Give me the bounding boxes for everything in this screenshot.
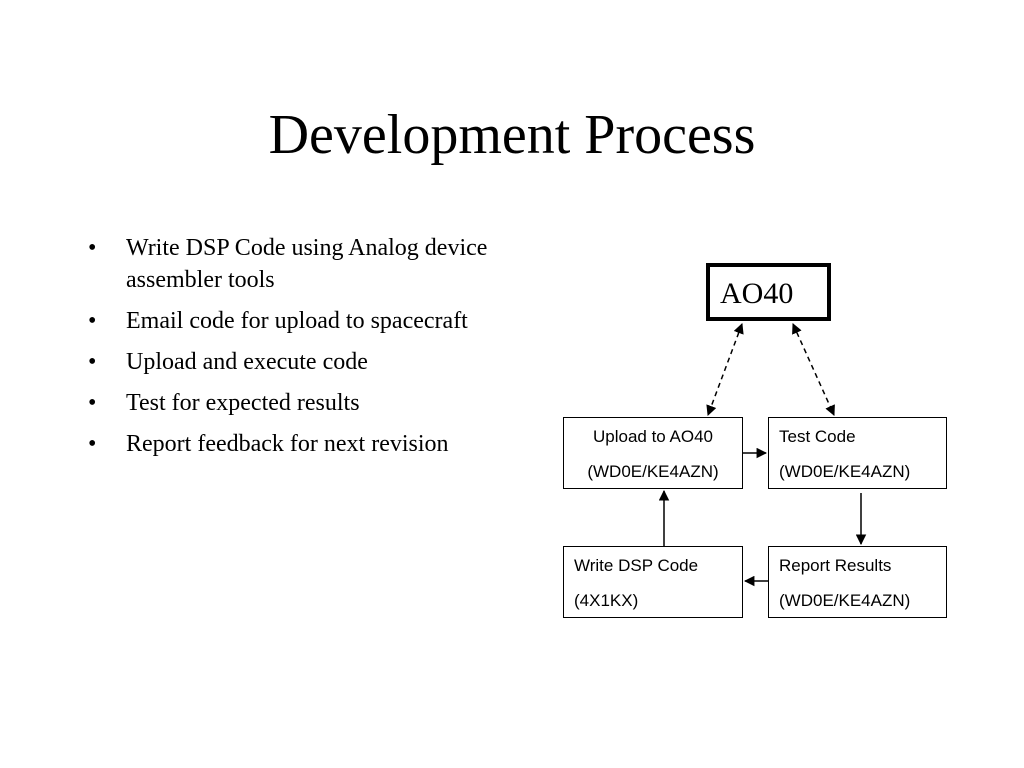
bullet-text: Email code for upload to spacecraft — [126, 308, 468, 334]
bullet-dot-icon: • — [88, 235, 97, 261]
bullet-text: Report feedback for next revision — [126, 431, 449, 457]
bullet-item: • Email code for upload to spacecraft — [88, 305, 548, 337]
upload-box-line2: (WD0E/KE4AZN) — [587, 462, 719, 481]
test-code-box-line2: (WD0E/KE4AZN) — [779, 462, 911, 481]
bullet-dot-icon: • — [88, 308, 97, 334]
bullet-dot-icon: • — [88, 349, 97, 375]
bullet-dot-icon: • — [88, 390, 97, 416]
upload-box-line1: Upload to AO40 — [592, 427, 714, 446]
bullet-item: • Upload and execute code — [88, 346, 548, 378]
test-code-box-line1: Test Code — [779, 427, 856, 446]
bullet-list: • Write DSP Code using Analog device ass… — [88, 232, 548, 469]
test-code-box: Test Code (WD0E/KE4AZN) — [768, 417, 947, 489]
ao40-box: AO40 — [706, 263, 831, 321]
upload-box: Upload to AO40 (WD0E/KE4AZN) — [563, 417, 743, 489]
write-dsp-box-line1: Write DSP Code — [574, 556, 699, 575]
bullet-text: Test for expected results — [126, 390, 360, 416]
report-results-box: Report Results (WD0E/KE4AZN) — [768, 546, 947, 618]
bullet-item: • Write DSP Code using Analog device ass… — [88, 232, 548, 296]
ao40-upload-link-arrow — [706, 323, 744, 416]
ao40-label: AO40 — [720, 277, 794, 310]
report-results-box-line2: (WD0E/KE4AZN) — [779, 591, 911, 610]
bullet-text: Write DSP Code using Analog device assem… — [126, 235, 488, 293]
slide-title: Development Process — [268, 104, 756, 166]
report-results-box-line1: Report Results — [779, 556, 892, 575]
ao40-test-link-arrow — [792, 323, 835, 416]
bullet-text: Upload and execute code — [126, 349, 368, 375]
write-dsp-box-line2: (4X1KX) — [574, 591, 639, 610]
bullet-item: • Test for expected results — [88, 387, 548, 419]
bullet-item: • Report feedback for next revision — [88, 428, 548, 460]
write-dsp-box: Write DSP Code (4X1KX) — [563, 546, 743, 618]
bullet-dot-icon: • — [88, 431, 97, 457]
